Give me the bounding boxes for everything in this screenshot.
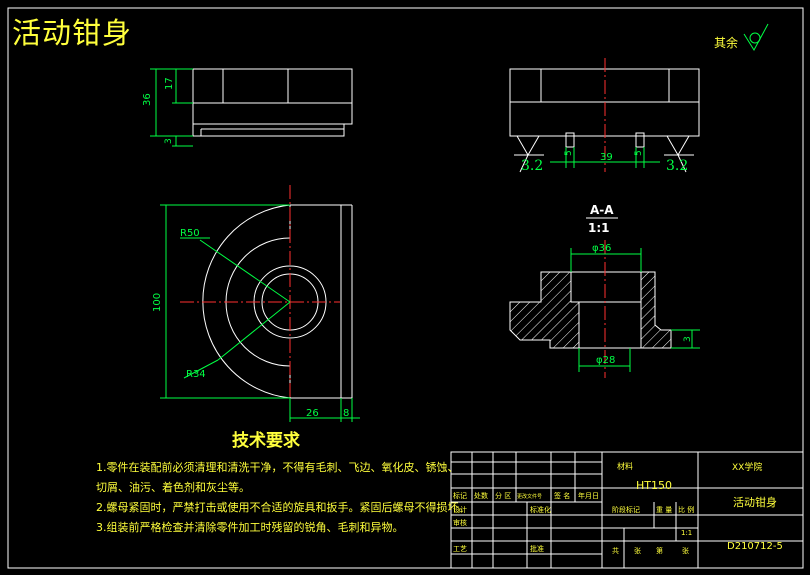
dim-26-label: 26 xyxy=(306,408,319,419)
dim-top-39: 39 xyxy=(600,152,613,163)
tb-row-process: 工艺 xyxy=(453,545,467,553)
section-label: A-A xyxy=(590,203,614,217)
tb-sheets-d: 张 xyxy=(682,546,689,555)
dim-3-label: 3 xyxy=(164,138,174,144)
requirement-line: 切屑、油污、着色剂和灰尘等。 xyxy=(96,481,250,494)
dim-8-label: 8 xyxy=(343,408,349,419)
tb-sheets-a: 共 xyxy=(612,546,619,555)
tb-col-date: 年月日 xyxy=(578,491,599,500)
roughness-symbol xyxy=(743,23,769,51)
tb-approve: 批准 xyxy=(530,544,544,553)
tb-sheets-b: 张 xyxy=(634,546,641,555)
tb-material-label: 材料 xyxy=(617,461,633,471)
tb-material: HT150 xyxy=(636,479,672,492)
tb-scale-value: 1:1 xyxy=(681,529,692,537)
roughness-left-value: 3.2 xyxy=(521,158,543,174)
tb-col-change: 更改文件号 xyxy=(517,493,542,500)
section-dims xyxy=(570,248,700,372)
top-view-centerlines xyxy=(180,185,340,420)
requirements-heading: 技术要求 xyxy=(232,431,300,451)
dim-17-label: 17 xyxy=(164,77,175,90)
dim-100-label: 100 xyxy=(152,293,163,312)
title-block xyxy=(450,451,804,569)
tb-col-sign: 签 名 xyxy=(554,491,570,500)
tb-weight: 重 量 xyxy=(656,506,672,514)
tb-drawing-no: D210712-5 xyxy=(727,541,783,552)
dim-r34-label: R34 xyxy=(186,369,206,380)
tb-col-zone: 分 区 xyxy=(495,491,511,500)
requirement-line: 2.螺母紧固时，严禁打击或使用不合适的旋具和扳手。紧固后螺母不得损坏。 xyxy=(96,501,470,514)
dim-r50-label: R50 xyxy=(180,228,200,239)
requirement-line: 1.零件在装配前必须清理和清洗干净，不得有毛刺、飞边、氧化皮、锈蚀、 xyxy=(96,461,459,474)
section-scale: 1:1 xyxy=(588,221,610,235)
dim-top-5-right: 5 xyxy=(634,150,644,156)
side-view-dims xyxy=(550,147,660,168)
dim-dia36-label: φ36 xyxy=(592,243,611,254)
dim-36-label: 36 xyxy=(142,93,153,106)
dim-side-3-label: 3 xyxy=(683,336,693,342)
drawing-title: 活动钳身 xyxy=(12,16,133,50)
tb-row-design: 设计 xyxy=(453,505,467,514)
front-view xyxy=(192,68,353,137)
top-view-dims xyxy=(160,204,360,422)
tb-scale-label: 比 例 xyxy=(678,505,694,514)
dim-top-5-left: 5 xyxy=(564,150,574,156)
drawing-border xyxy=(7,7,804,569)
tb-std: 标准化 xyxy=(530,505,551,514)
requirement-line: 3.组装前严格检查并清除零件加工时残留的锐角、毛刺和异物。 xyxy=(96,521,404,534)
tb-row-check: 审核 xyxy=(453,518,467,527)
tb-col-mark: 标记 xyxy=(453,491,467,500)
tb-school: XX学院 xyxy=(732,461,762,473)
dim-dia28-label: φ28 xyxy=(596,355,615,366)
tb-stage: 阶段标记 xyxy=(612,505,640,514)
tb-part-name: 活动钳身 xyxy=(733,495,777,509)
tb-col-count: 处数 xyxy=(474,491,488,500)
roughness-note: 其余 xyxy=(714,36,739,50)
section-view xyxy=(509,271,672,349)
front-view-dims xyxy=(150,68,193,147)
tb-sheets-c: 第 xyxy=(656,546,663,555)
roughness-right-value: 3.2 xyxy=(666,158,688,174)
